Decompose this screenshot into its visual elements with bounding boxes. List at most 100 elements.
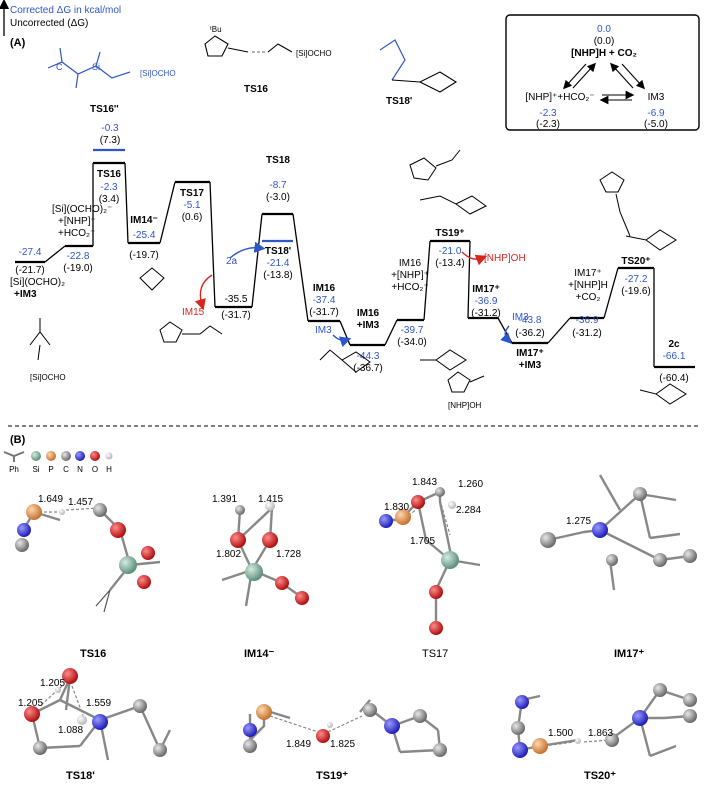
- tbu-label: ᵗBu: [210, 25, 222, 34]
- im3-label-b: IM3: [512, 312, 529, 323]
- svg-text:Si: Si: [92, 62, 100, 72]
- im17-distance-1: 1.275: [566, 516, 591, 527]
- start-line1: [Si](OCHO)₂: [10, 277, 65, 288]
- ts18p-corrected: -21.4: [267, 258, 290, 269]
- inset-left-label: [NHP]⁺+HCO₂⁻: [525, 92, 594, 103]
- ts16pp-structure: C Si [Si]OCHO TS16'': [47, 47, 176, 115]
- si-atom-icon: [31, 451, 41, 461]
- inset-left-uncorrected: (-2.3): [536, 119, 560, 130]
- im14-geometry-label: IM14⁻: [244, 648, 274, 660]
- ts20-distance-2: 1.863: [588, 728, 613, 739]
- im17b-line2: +[NHP]H: [568, 280, 608, 291]
- ph-legend-icon: [3, 451, 25, 462]
- legend-si: Si: [32, 465, 39, 474]
- ts16-corrected: -2.3: [100, 182, 118, 193]
- profile-connectors: [44, 162, 655, 367]
- im16-im3-line1: IM16: [357, 308, 380, 319]
- legend-h: H: [106, 465, 112, 474]
- ts18p-distance-3: 1.559: [86, 698, 111, 709]
- start-uncorrected: (-21.7): [15, 265, 44, 276]
- inset-frame: [505, 14, 700, 131]
- atom-legend: Ph Si P C N O H: [3, 451, 113, 474]
- profile-structures: [Si]OCHO [NHP]OH: [29, 149, 687, 410]
- ts20-uncorrected: (-19.6): [621, 286, 650, 297]
- im17-label: IM17⁺: [472, 284, 500, 295]
- p-atom-icon: [46, 451, 56, 461]
- im16b-corrected: -39.7: [401, 325, 424, 336]
- legend-c: C: [63, 465, 69, 474]
- geometry-ts18p: 1.205 1.205 1.559 1.088 TS18': [18, 668, 172, 782]
- ts19-distance-1: 1.849: [286, 739, 311, 750]
- im-a-line1: [Si](OCHO)₂⁻: [52, 204, 112, 215]
- ts16-distance-2: 1.457: [68, 497, 93, 508]
- im14-distance-2: 1.415: [258, 494, 283, 505]
- geometry-im17: 1.275 IM17⁺: [540, 474, 697, 660]
- ts18-uncorrected: (-3.0): [266, 192, 290, 203]
- ts16pp-structure-label: TS16'': [90, 104, 119, 115]
- inset-top-label: [NHP]H + CO₂: [571, 48, 637, 59]
- geometry-ts16: 1.649 1.457 TS16: [15, 494, 161, 660]
- im-a-line3: +HCO₂⁻: [58, 228, 95, 239]
- legend-uncorrected: Uncorrected (ΔG): [10, 18, 88, 29]
- geometry-ts17: 1.843 1.260 1.830 2.284 1.705 TS17: [379, 477, 483, 660]
- low-uncorrected: (-31.7): [221, 310, 250, 321]
- im17-corrected: -36.9: [475, 296, 498, 307]
- 2c-corrected: -66.1: [663, 351, 686, 362]
- 2c-label: 2c: [668, 339, 680, 350]
- im-a-uncorrected: (-19.0): [63, 263, 92, 274]
- ts16-structure: ᵗBu [Si]OCHO TS16: [204, 25, 332, 95]
- im14-uncorrected: (-19.7): [129, 250, 158, 261]
- im16-im3-line2: +IM3: [357, 320, 380, 331]
- nhpoh-arrow: [461, 251, 488, 266]
- im14-distance-4: 1.728: [276, 549, 301, 560]
- inset-top-corrected: 0.0: [597, 24, 611, 35]
- h-atom-icon: [105, 452, 113, 460]
- im14-distance-1: 1.391: [212, 494, 237, 505]
- ts17-label: TS17: [180, 188, 204, 199]
- inset-left-corrected: -2.3: [539, 108, 557, 119]
- energy-profile: -0.3 (7.3) TS16 -2.3 (3.4) TS17 -5.1 (0.…: [10, 123, 695, 384]
- im17-im3-line2: +IM3: [519, 360, 542, 371]
- ts17-distance-1: 1.843: [412, 477, 437, 488]
- 2c-uncorrected: (-60.4): [659, 373, 688, 384]
- ts18p-distance-2: 1.205: [18, 698, 43, 709]
- start-line2: +IM3: [14, 289, 37, 300]
- im16-corrected: -37.4: [313, 295, 336, 306]
- im14-corrected: -25.4: [133, 230, 156, 241]
- o-atom-icon: [90, 451, 100, 461]
- ts18-corrected: -8.7: [269, 180, 287, 191]
- ts16-distance-1: 1.649: [38, 494, 63, 505]
- panel-a-label: (A): [10, 37, 26, 49]
- si-ocho-label: [Si]OCHO: [30, 373, 66, 382]
- ts16-label: TS16: [97, 169, 121, 180]
- inset-right-label: IM3: [648, 92, 665, 103]
- ts18p-uncorrected: (-13.8): [263, 270, 292, 281]
- ts16-geometry-label: TS16: [80, 648, 106, 660]
- ts19-distance-2: 1.825: [330, 739, 355, 750]
- im15-arrow: [195, 274, 213, 311]
- nhpoh-structure-label: [NHP]OH: [448, 401, 482, 410]
- inset-right-uncorrected: (-5.0): [644, 119, 668, 130]
- ts16pp-si-label: [Si]OCHO: [140, 69, 176, 78]
- c-atom-icon: [61, 451, 71, 461]
- ts16-structure-label: TS16: [244, 84, 268, 95]
- im17-geometry-label: IM17⁺: [614, 648, 644, 660]
- legend-o: O: [92, 465, 98, 474]
- inset-top-uncorrected: (0.0): [594, 36, 615, 47]
- legend-n: N: [77, 465, 83, 474]
- ts17-distance-3: 1.830: [384, 502, 409, 513]
- ts18p-geometry-label: TS18': [66, 770, 95, 782]
- im17b-uncorrected: (-31.2): [572, 328, 601, 339]
- im16-im3-uncorrected: (-36.7): [353, 363, 382, 374]
- ts16pp-corrected: -0.3: [101, 123, 119, 134]
- im16-label: IM16: [313, 283, 336, 294]
- inset-eq-arrow: [563, 63, 587, 90]
- inset-equilibrium-box: 0.0 (0.0) [NHP]H + CO₂ [NHP]⁺+HCO₂⁻ IM3 …: [505, 14, 700, 131]
- im17-uncorrected: (-31.2): [471, 308, 500, 319]
- ts17-uncorrected: (0.6): [182, 212, 203, 223]
- im3-label-a: IM3: [315, 325, 332, 336]
- ts16pp-uncorrected: (7.3): [100, 135, 121, 146]
- inset-eq-arrow: [572, 62, 596, 89]
- svg-text:C: C: [56, 62, 63, 72]
